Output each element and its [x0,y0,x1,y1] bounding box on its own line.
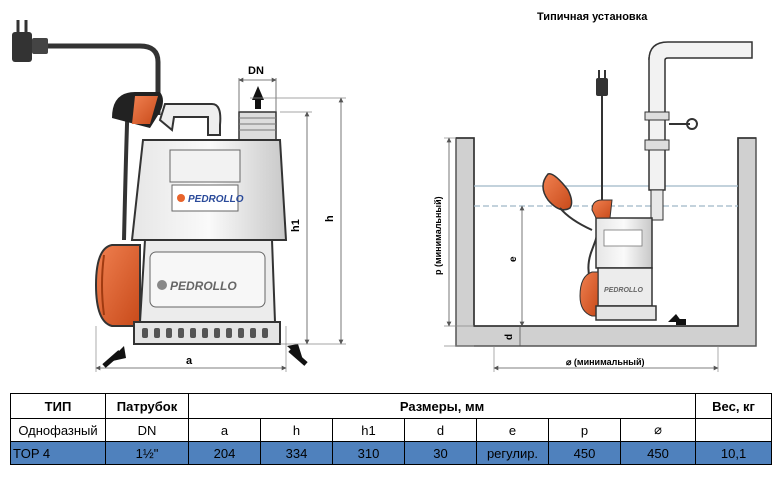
power-plug-icon-right [596,70,608,96]
pump-handle [158,103,222,136]
table-header-row-1: ТИП Патрубок Размеры, мм Вес, кг [10,393,773,419]
power-plug-icon [12,20,48,62]
subheader-type: Однофазный [10,418,106,442]
row-value: 334 [260,441,333,465]
dim-dn-label: DN [248,65,264,77]
row-outlet: 1½" [105,441,189,465]
power-cable [48,43,161,115]
table-row: TOP 4 1½" 204 334 310 30 регулир. 450 45… [10,441,773,465]
dim-a-label: a [186,355,193,367]
brand-label: PEDROLLO [188,194,244,205]
dim-diam-label: ⌀ (минимальный) [566,357,645,367]
installation-diagram: Типичная установка PEDROLLO [433,11,757,372]
subheader-col: a [188,418,261,442]
spec-table: ТИП Патрубок Размеры, мм Вес, кг Однофаз… [10,393,773,465]
header-outlet: Патрубок [105,393,189,419]
left-pump: PEDROLLO PEDROLLO DN [12,20,346,372]
row-value: 30 [404,441,477,465]
header-type: ТИП [10,393,106,419]
row-weight: 10,1 [695,441,773,465]
subheader-col: ⌀ [619,418,697,442]
installation-title: Типичная установка [537,11,648,23]
subheader-col: h [260,418,333,442]
dim-p-label: p (минимальный) [433,196,443,275]
subheader-col: d [404,418,477,442]
subheader-col: e [476,418,549,442]
row-type: TOP 4 [10,441,106,465]
subheader-col: h1 [332,418,405,442]
dim-h1-label: h1 [290,219,302,232]
outlet-pipe [238,111,277,141]
row-value: регулир. [476,441,549,465]
subheader-outlet: DN [105,418,189,442]
discharge-pipe [648,57,666,191]
row-value: 310 [332,441,405,465]
dim-h-label: h [324,215,336,222]
float-switch-right [542,173,573,211]
brand-label-lower: PEDROLLO [170,279,237,293]
subheader-col: p [548,418,621,442]
subheader-empty [695,418,773,442]
dim-e-label: e [508,256,519,262]
row-value: 204 [188,441,261,465]
brand-label-right: PEDROLLO [604,287,643,294]
row-value: 450 [548,441,621,465]
header-weight: Вес, кг [695,393,773,419]
dim-d-label: d [504,334,515,340]
row-value: 450 [619,441,697,465]
header-dimensions: Размеры, мм [187,393,697,419]
table-header-row-2: Однофазный DN a h h1 d e p ⌀ [10,418,773,442]
pump-drawing: PEDROLLO PEDROLLO DN [12,11,757,372]
outflow-arrow [252,86,264,100]
